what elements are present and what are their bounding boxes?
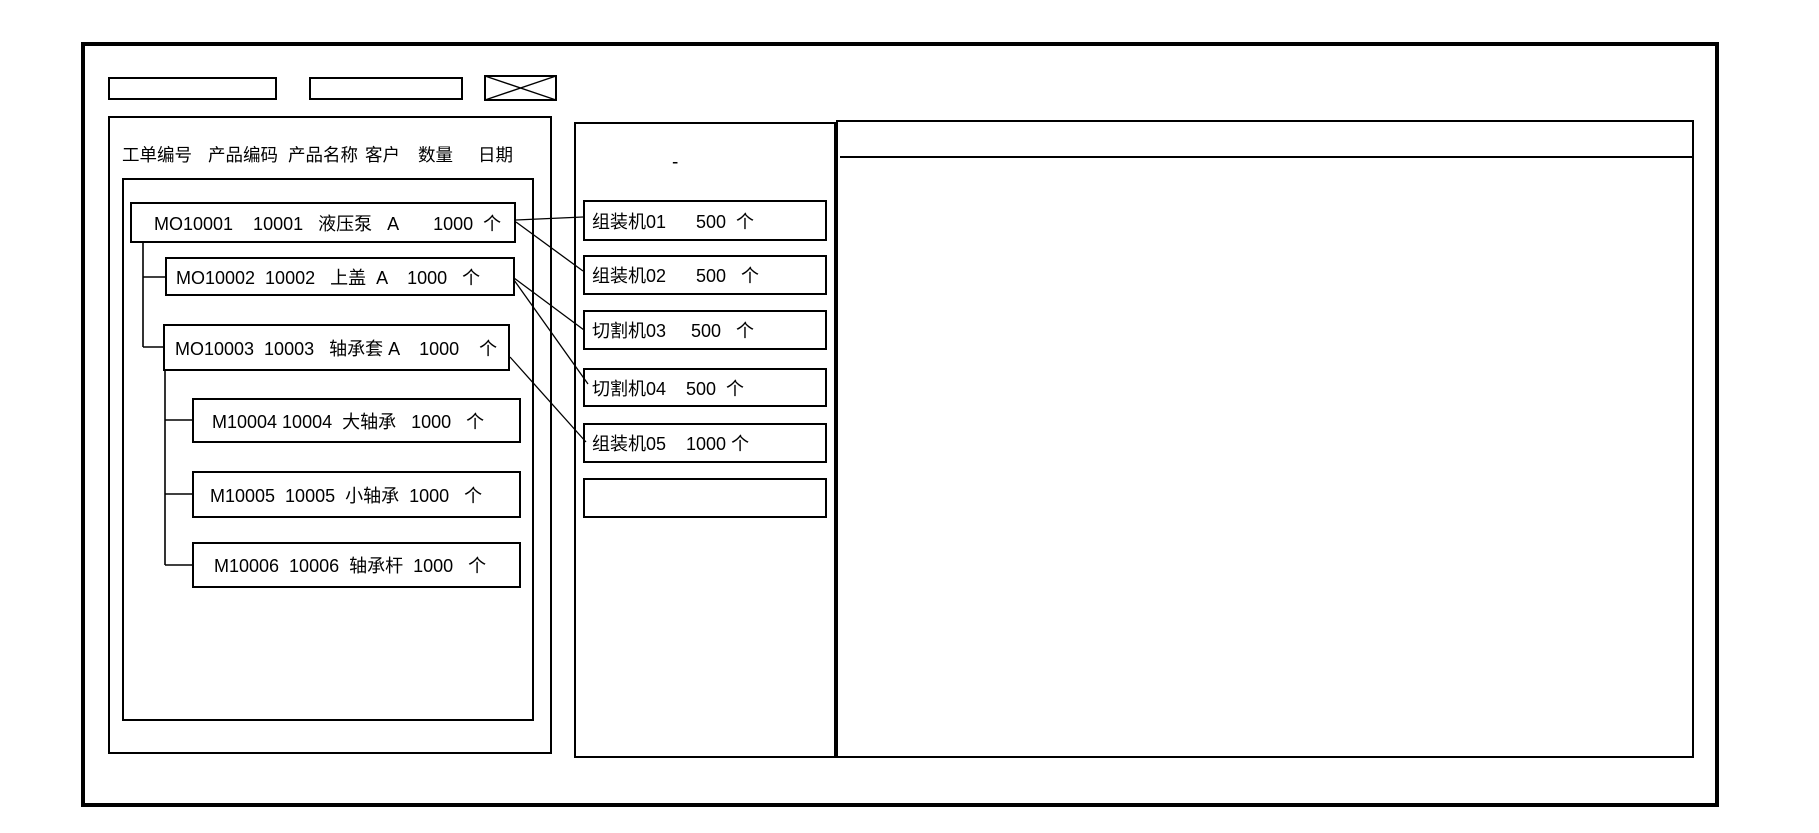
order-row-text: MO10001 10001 液压泵 A 1000 个: [154, 213, 502, 234]
detail-panel: [836, 120, 1694, 758]
machine-row-zuzhuangji01[interactable]: 组装机01 500 个: [583, 200, 827, 241]
order-row-text: M10005 10005 小轴承 1000 个: [210, 485, 483, 506]
machine-row-text: 切割机03 500 个: [592, 321, 755, 341]
column-label-customer: 客户: [365, 145, 400, 165]
machine-row-text: 切割机04 500 个: [592, 378, 745, 399]
machine-row-empty[interactable]: [583, 478, 827, 518]
column-label-date: 日期: [478, 145, 513, 165]
machine-row-zuzhuangji02[interactable]: 组装机02 500 个: [583, 255, 827, 295]
dash-mark: -: [672, 152, 679, 173]
order-row-m10004[interactable]: M10004 10004 大轴承 1000 个: [192, 398, 521, 443]
machine-row-qiegeji03[interactable]: 切割机03 500 个: [583, 310, 827, 350]
order-row-m10005[interactable]: M10005 10005 小轴承 1000 个: [192, 471, 521, 518]
order-row-m10006[interactable]: M10006 10006 轴承杆 1000 个: [192, 542, 521, 588]
column-label-qty: 数量: [418, 145, 453, 165]
column-label-product-code: 产品编码: [208, 145, 278, 165]
column-label-product-name: 产品名称: [288, 145, 358, 165]
machine-row-text: 组装机05 1000 个: [592, 434, 750, 454]
order-columns-header: 工单编号 产品编码 产品名称 客户 数量 日期: [0, 142, 560, 165]
order-row-text: M10006 10006 轴承杆 1000 个: [214, 556, 487, 576]
machine-row-text: 组装机02 500 个: [592, 266, 760, 286]
toolbar-field-2[interactable]: [309, 77, 463, 100]
order-row-mo10002[interactable]: MO10002 10002 上盖 A 1000 个: [165, 257, 515, 296]
detail-divider: [840, 156, 1692, 158]
machine-row-zuzhuangji05[interactable]: 组装机05 1000 个: [583, 423, 827, 463]
order-row-mo10001[interactable]: MO10001 10001 液压泵 A 1000 个: [130, 202, 516, 243]
toolbar-field-1[interactable]: [108, 77, 277, 100]
machine-row-qiegeji04[interactable]: 切割机04 500 个: [583, 368, 827, 407]
column-label-order-no: 工单编号: [122, 145, 192, 165]
machine-row-text: 组装机01 500 个: [592, 211, 755, 232]
order-row-text: MO10003 10003 轴承套 A 1000 个: [175, 338, 498, 359]
order-row-text: M10004 10004 大轴承 1000 个: [212, 411, 485, 432]
order-row-mo10003[interactable]: MO10003 10003 轴承套 A 1000 个: [163, 324, 510, 371]
order-row-text: MO10002 10002 上盖 A 1000 个: [176, 267, 481, 288]
crossed-box-icon[interactable]: [484, 75, 557, 101]
